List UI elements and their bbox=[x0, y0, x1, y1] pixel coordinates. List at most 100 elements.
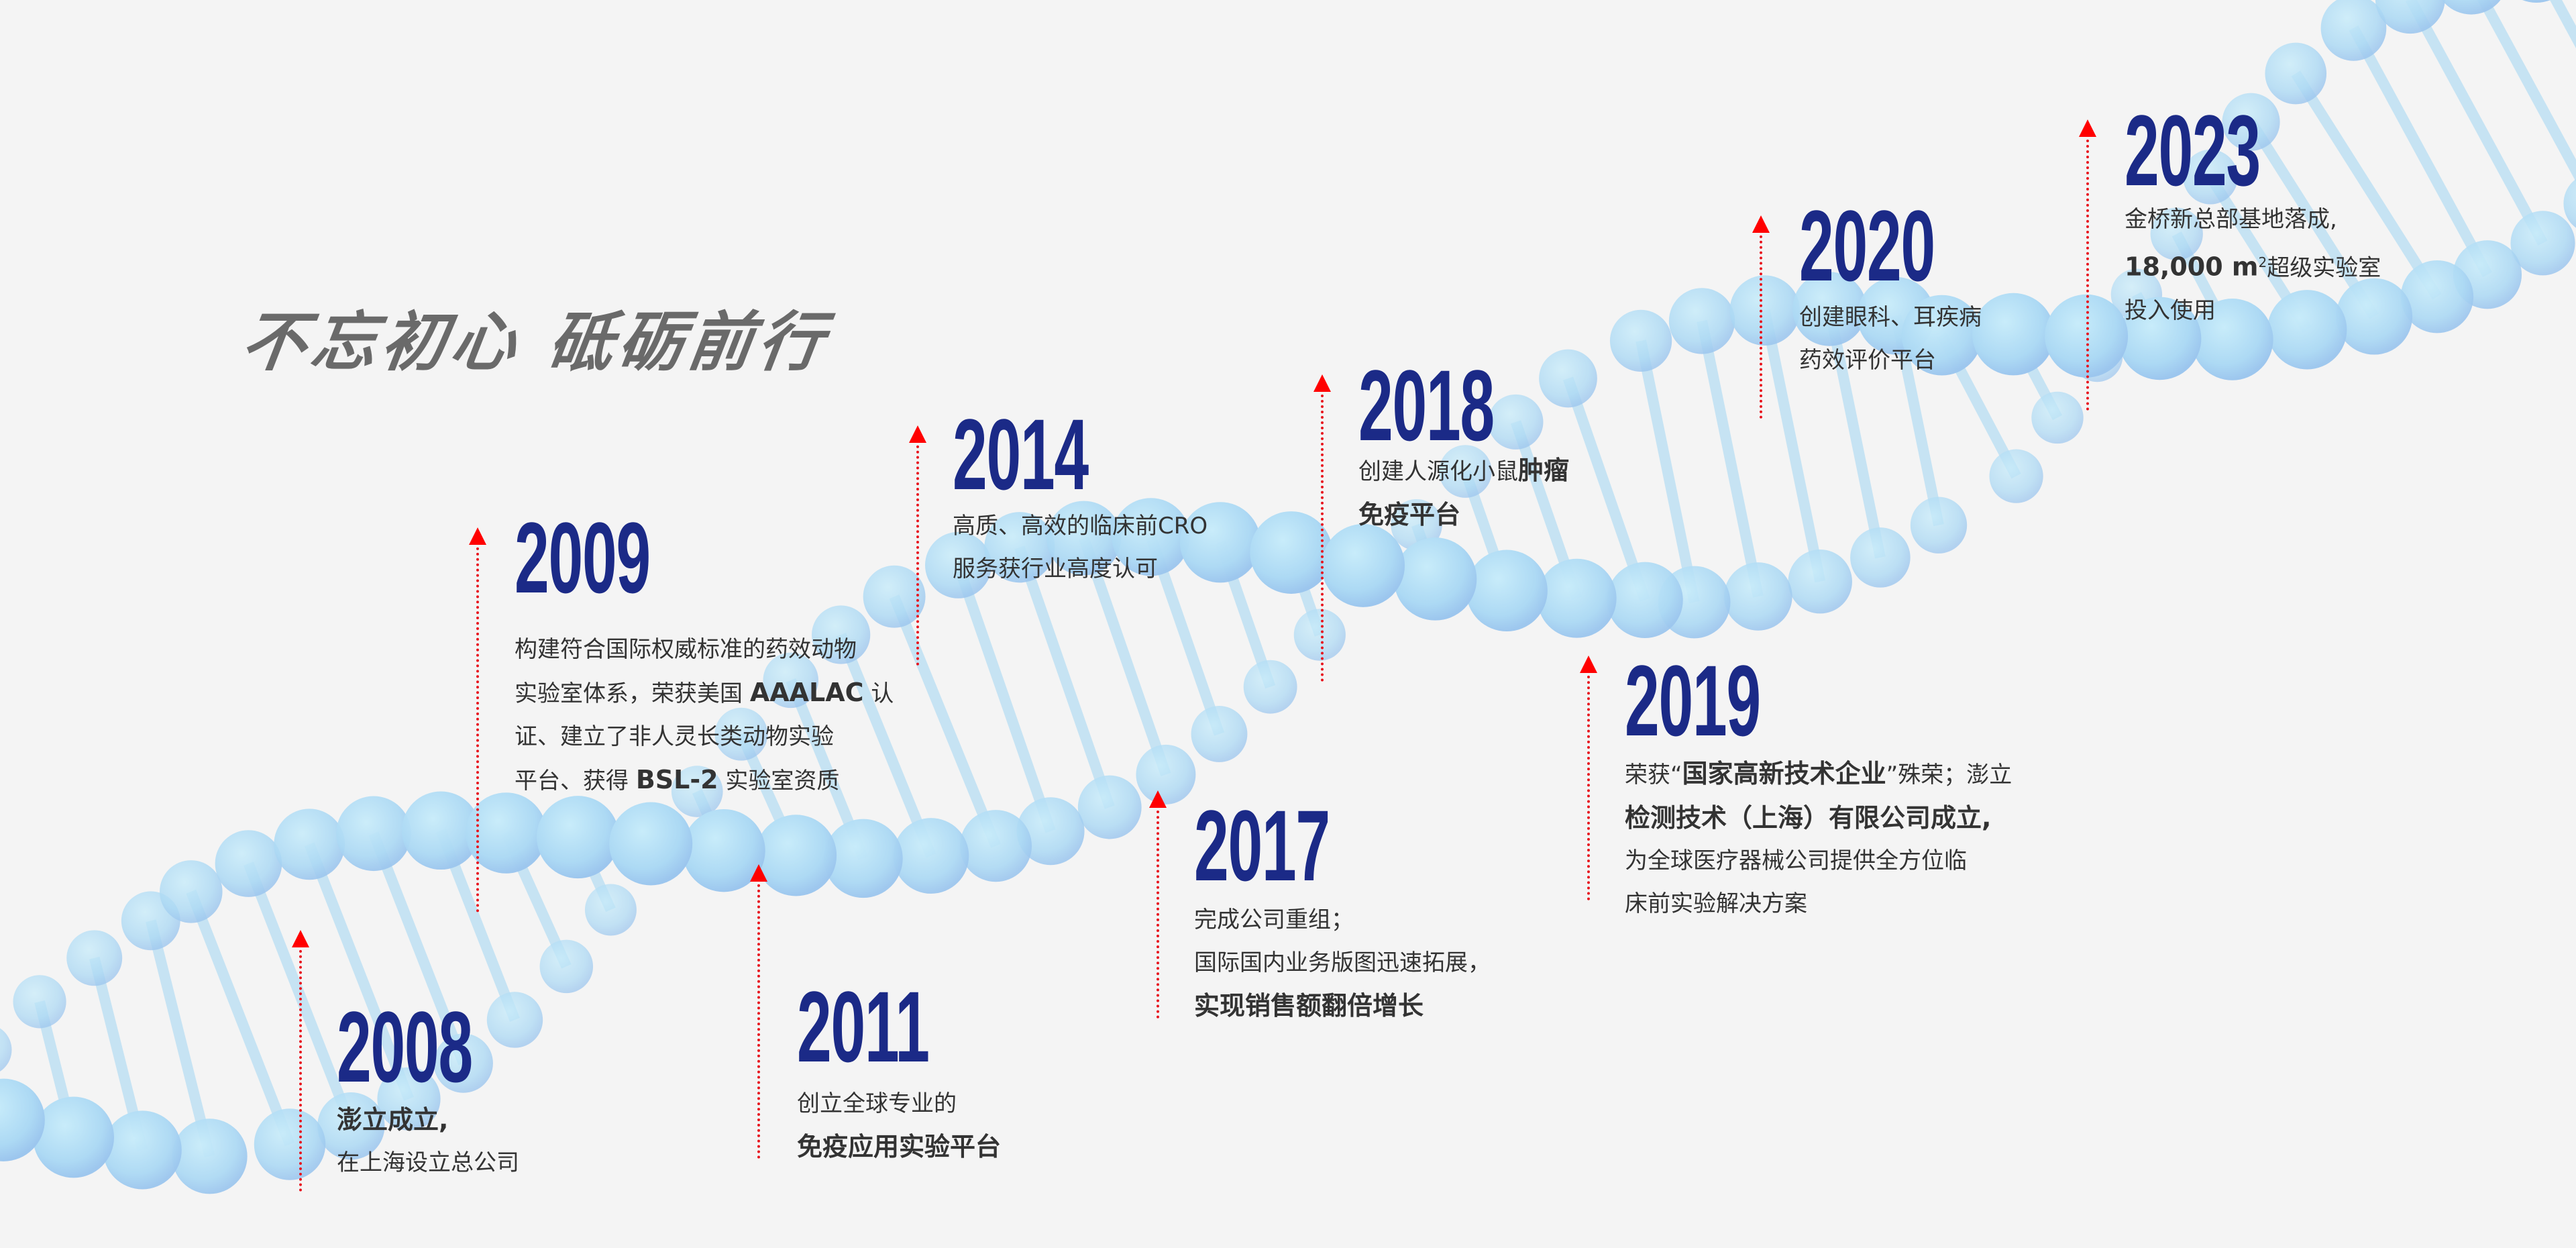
milestone-year: 2023 bbox=[2125, 94, 2261, 207]
helix-rung bbox=[186, 889, 295, 1147]
helix-ball bbox=[1179, 502, 1261, 583]
helix-ball bbox=[2183, 149, 2238, 205]
helix-rung bbox=[304, 842, 414, 1101]
helix-ball bbox=[671, 766, 723, 817]
helix-ball bbox=[0, 1028, 12, 1072]
milestone-text: 高质、高效的临床前CRO bbox=[953, 513, 1208, 539]
slogan-calligraphy: 不忘初心 砥砺前行 bbox=[236, 304, 834, 380]
milestone-text: 服务获行业高度认可 bbox=[953, 556, 1158, 582]
helix-ball bbox=[1391, 499, 1442, 551]
helix-ball bbox=[1293, 609, 1346, 661]
helix-ball bbox=[2031, 391, 2084, 444]
helix-ball bbox=[2400, 260, 2474, 333]
milestone-2023: 2023 金桥新总部基地落成, 18,000 m2超级实验室 投入使用 bbox=[2125, 94, 2381, 332]
helix-ball bbox=[317, 1092, 385, 1160]
helix-ball bbox=[925, 531, 992, 599]
helix-ball bbox=[1243, 660, 1297, 714]
helix-ball bbox=[466, 792, 547, 874]
helix-ball bbox=[2375, 0, 2445, 34]
helix-ball bbox=[1972, 293, 2055, 376]
milestone-2009: 2009 构建符合国际权威标准的药效动物 实验室体系，荣获美国 AAALAC 认… bbox=[515, 507, 894, 802]
helix-ball bbox=[172, 1119, 248, 1194]
timeline-arrow-2018 bbox=[1313, 374, 1331, 682]
helix-ball bbox=[1046, 501, 1122, 576]
helix-ball bbox=[1077, 775, 1142, 839]
helix-rung bbox=[1014, 545, 1115, 809]
helix-rung bbox=[2477, 0, 2576, 183]
helix-ball bbox=[1136, 744, 1196, 804]
helix-rung bbox=[146, 919, 215, 1158]
timeline-arrow-2020 bbox=[1752, 215, 1770, 419]
milestone-text: 平台、获得 BSL-2 实验室资质 bbox=[515, 765, 840, 794]
helix-ball bbox=[486, 992, 543, 1048]
helix-ball bbox=[763, 652, 818, 709]
milestone-2011: 2011 创立全球专业的 免疫应用实验平台 bbox=[797, 976, 1010, 1168]
helix-ball bbox=[1668, 288, 1735, 354]
helix-rung bbox=[836, 632, 936, 858]
helix-ball bbox=[1322, 523, 1405, 607]
helix-ball bbox=[1989, 449, 2043, 503]
milestone-text: 检测技术（上海）有限公司成立, bbox=[1625, 803, 1992, 833]
helix-ball bbox=[1016, 797, 1085, 866]
helix-ball bbox=[1439, 445, 1492, 498]
milestone-text: 为全球医疗器械公司提供全方位临 bbox=[1625, 847, 1967, 874]
milestone-2018: 2018 创建人源化小鼠肿瘤 免疫平台 bbox=[1358, 355, 1577, 536]
milestone-year: 2019 bbox=[1625, 644, 1761, 757]
milestone-2019: 2019 荣获“国家高新技术企业”殊荣；澎立 检测技术（上海）有限公司成立, 为… bbox=[1625, 644, 2012, 925]
helix-ball bbox=[2442, 0, 2501, 15]
helix-ball bbox=[1788, 549, 1852, 614]
milestone-text: 荣获“国家高新技术企业”殊荣；澎立 bbox=[1625, 759, 2012, 788]
helix-ball bbox=[2118, 297, 2202, 380]
helix-ball bbox=[377, 1067, 441, 1131]
helix-ball bbox=[984, 512, 1055, 583]
helix-ball bbox=[0, 1078, 45, 1161]
milestone-text: 床前实验解决方案 bbox=[1625, 890, 1807, 917]
milestone-text: 澎立成立, bbox=[337, 1105, 449, 1135]
timeline-arrow-2019 bbox=[1580, 656, 1597, 900]
milestone-year: 2014 bbox=[953, 398, 1089, 511]
helix-ball bbox=[537, 796, 620, 879]
helix-ball bbox=[433, 1033, 493, 1093]
milestone-text: 18,000 m2超级实验室 bbox=[2125, 252, 2381, 282]
helix-rung bbox=[2349, 25, 2492, 278]
helix-rung bbox=[1635, 340, 1700, 604]
helix-ball bbox=[1792, 272, 1867, 346]
milestone-text: 实验室体系，荣获美国 AAALAC 认 bbox=[515, 678, 894, 707]
milestone-2014: 2014 高质、高效的临床前CRO 服务获行业高度认可 bbox=[953, 398, 1208, 590]
helix-ball bbox=[1539, 349, 1597, 408]
helix-ball bbox=[160, 860, 223, 923]
milestone-text: 证、建立了非人灵长类动物实验 bbox=[515, 723, 834, 750]
helix-ball bbox=[66, 930, 123, 986]
timeline-arrow-2009 bbox=[469, 527, 486, 913]
helix-ball bbox=[1729, 275, 1801, 346]
helix-rung bbox=[1824, 307, 1886, 559]
helix-ball bbox=[863, 565, 926, 628]
milestone-text: 创建人源化小鼠肿瘤 bbox=[1358, 456, 1570, 485]
milestone-text: 创建眼科、耳疾病 bbox=[1799, 304, 1982, 331]
timeline-arrow-2008 bbox=[292, 930, 309, 1192]
helix-ball bbox=[2320, 0, 2387, 61]
helix-ball bbox=[1112, 498, 1190, 576]
helix-rung bbox=[1697, 319, 1764, 598]
helix-ball bbox=[103, 1110, 182, 1190]
helix-rung bbox=[1759, 309, 1826, 583]
helix-rung bbox=[953, 563, 1056, 833]
helix-ball bbox=[539, 939, 594, 994]
helix-ball bbox=[959, 810, 1032, 882]
helix-rung bbox=[368, 831, 469, 1065]
helix-ball bbox=[1609, 309, 1672, 372]
helix-ball bbox=[1250, 511, 1333, 594]
helix-ball bbox=[254, 1108, 326, 1180]
milestone-2020: 2020 创建眼科、耳疾病 药效评价平台 bbox=[1799, 195, 2018, 382]
milestone-text: 免疫平台 bbox=[1358, 500, 1461, 529]
helix-rung bbox=[2405, 0, 2548, 246]
helix-ball bbox=[274, 809, 345, 880]
helix-ball bbox=[1466, 550, 1548, 632]
helix-ball bbox=[1488, 394, 1544, 450]
helix-ball bbox=[2267, 290, 2347, 370]
milestone-text: 金桥新总部基地落成, bbox=[2125, 206, 2337, 233]
milestone-text: 创立全球专业的 bbox=[797, 1090, 957, 1117]
milestone-2017: 2017 完成公司重组； 国际国内业务版图迅速拓展， 实现销售额翻倍增长 bbox=[1194, 795, 1491, 1027]
milestone-text: 完成公司重组； bbox=[1194, 906, 1354, 933]
